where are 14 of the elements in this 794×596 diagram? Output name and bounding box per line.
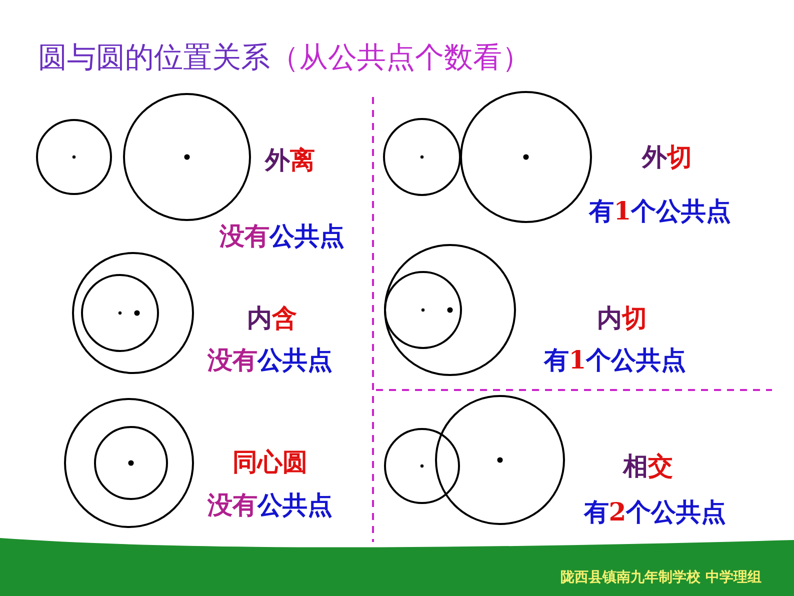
point-count-label: 没有公共点 (220, 222, 344, 250)
point-count-label: 没有公共点 (208, 346, 332, 374)
relation-label: 内切 (597, 304, 647, 332)
relation-label: 内含 (247, 304, 297, 332)
point-count-label: 有1个公共点 (588, 197, 732, 225)
relation-label: 同心圆 (232, 448, 308, 476)
relation-label: 外离 (265, 146, 315, 174)
title: 圆与圆的位置关系（从公共点个数看） (38, 40, 531, 75)
footer-text: 陇西县镇南九年制学校 中学理组 (560, 570, 762, 586)
point-count-label: 没有公共点 (208, 491, 332, 519)
point-count-label: 有2个公共点 (584, 498, 726, 526)
point-count-label: 有1个公共点 (544, 346, 686, 374)
relation-label: 相交 (623, 452, 673, 480)
relation-label: 外切 (642, 143, 692, 171)
